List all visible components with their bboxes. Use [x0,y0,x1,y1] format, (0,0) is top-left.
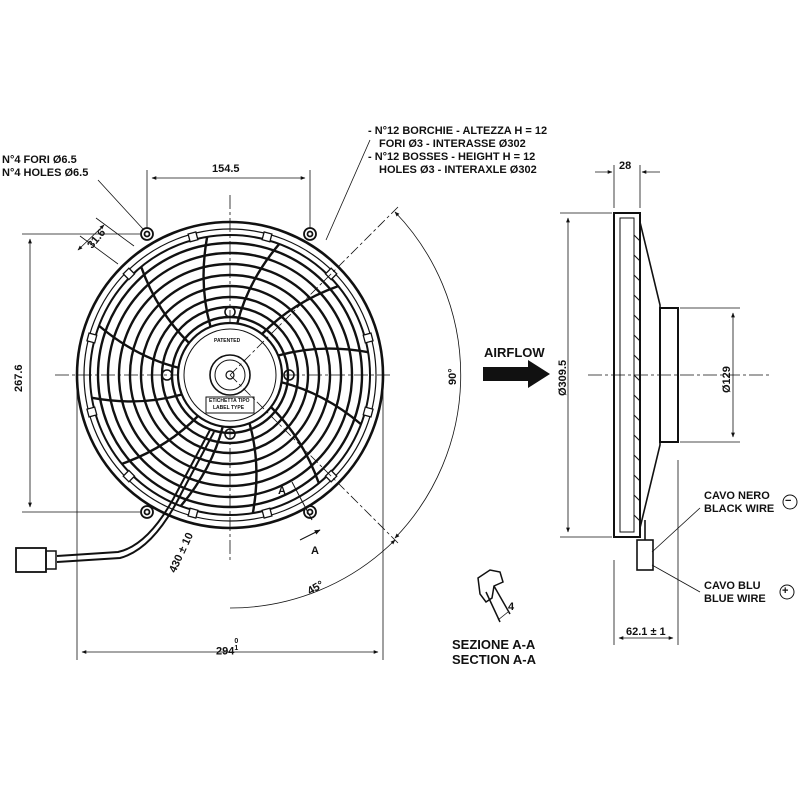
guard-spoke [91,393,183,403]
frame-boss [261,507,273,519]
frame-bosses [86,231,374,519]
section-title-en: SECTION A-A [452,652,537,667]
side-rib [633,494,641,502]
guard-spoke [261,285,339,335]
side-dimension-lines [560,165,740,645]
side-rib [633,474,641,482]
guard-spoke [236,243,281,324]
guard-ring [139,284,321,466]
guard-ring [106,251,354,499]
guard-spoke [248,422,258,514]
side-rib [633,414,641,422]
holes-note-it: N°4 FORI Ø6.5 [2,154,77,166]
blue-wire-en: BLUE WIRE [704,593,766,605]
frame-boss [362,406,374,418]
frame-boss [122,469,136,483]
side-rib [633,374,641,382]
frame-boss [86,406,98,418]
blue-wire-it: CAVO BLU [704,580,761,592]
frame-boss [187,231,199,243]
holes-note-en: N°4 HOLES Ø6.5 [2,167,89,179]
side-rib [633,234,641,242]
side-rib [633,454,641,462]
plus-symbol: + [782,585,789,597]
label-type-en: LABEL TYPE [213,405,245,411]
section-marker-a-lower: A [311,545,319,557]
frame-boss [86,332,98,344]
guard-ring [117,262,343,488]
guard-spoke [202,236,212,328]
side-rib [633,514,641,522]
bosses-note-line2: FORI Ø3 - INTERASSE Ø302 [379,138,526,150]
frame-boss [187,507,199,519]
dim-angle-90: 90° [447,368,459,385]
section-detail [477,569,511,623]
dim-hole-spacing-side: 267.6 [13,364,25,392]
side-rib [633,334,641,342]
black-wire-it: CAVO NERO [704,490,770,502]
section-title-it: SEZIONE A-A [452,637,536,652]
bosses-note-line4: HOLES Ø3 - INTERAXLE Ø302 [379,164,537,176]
label-type-it: ETICHETTA TIPO [209,398,250,404]
airflow-label: AIRFLOW [484,345,545,360]
front-dimension-lines [22,139,462,660]
guard-spokes [91,236,369,514]
side-rib [633,274,641,282]
guard-spoke [140,266,190,344]
dim-diameter-frame: Ø309.5 [557,359,569,396]
fan-side-view [588,212,770,571]
guard-spoke [98,324,179,369]
dim-depth-top: 28 [619,160,632,172]
side-rib [633,314,641,322]
bosses-note-line1: - N°12 BORCHIE - ALTEZZA H = 12 [368,125,548,137]
section-mark [291,481,321,541]
minus-symbol: − [785,495,792,507]
power-cable [15,429,215,573]
dim-hole-spacing-top: 154.5 [212,163,240,175]
guard-spoke [281,381,362,426]
dim-diameter-motor: Ø129 [721,366,733,393]
guard-ring [150,295,310,455]
side-rib [633,254,641,262]
guard-spoke [270,406,320,484]
guard-spoke [121,415,199,465]
frame-boss [362,332,374,344]
guard-spoke [179,426,224,507]
black-wire-en: BLACK WIRE [704,503,775,515]
guard-ring [128,273,332,477]
airflow-arrow [483,360,550,388]
guard-ring [96,241,364,509]
patented-label: PATENTED [214,338,241,344]
dim-section-thickness: 4 [508,601,515,613]
side-rib [633,354,641,362]
side-rib [633,294,641,302]
side-rib [633,434,641,442]
polarity-symbols [779,494,798,600]
dim-depth-total: 62.1 ± 1 [626,626,666,638]
section-marker-a-upper: A [278,485,286,497]
guard-spoke [277,347,369,357]
bosses-note-line3: - N°12 BOSSES - HEIGHT H = 12 [368,151,536,163]
side-rib [633,394,641,402]
frame-boss [122,267,136,281]
frame-boss [261,231,273,243]
fan-front-view [15,195,390,573]
